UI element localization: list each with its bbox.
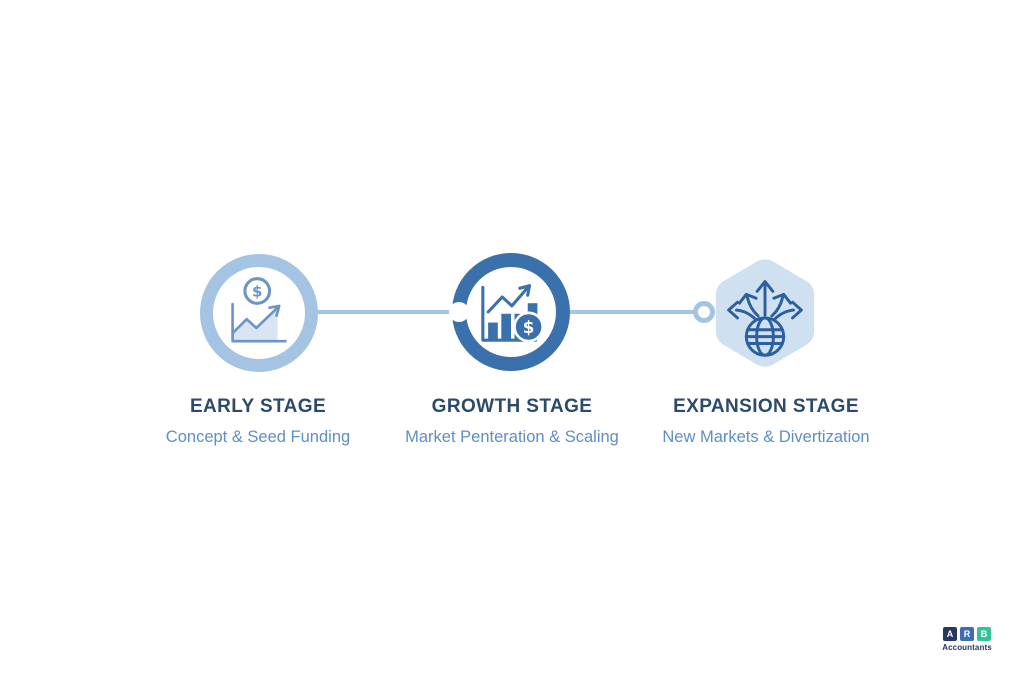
growth-line-chart-coin-icon: $ bbox=[231, 277, 287, 343]
growth-stage-label: GROWTH STAGE Market Penteration & Scalin… bbox=[352, 396, 672, 447]
logo-letter-squares: A R B bbox=[941, 627, 993, 641]
logo-caption: Accountants bbox=[942, 643, 992, 652]
growth-stage-badge: $ bbox=[452, 253, 570, 371]
stage-subtitle: New Markets & Divertization bbox=[662, 428, 870, 446]
stage-title: GROWTH STAGE bbox=[431, 396, 593, 417]
bar-chart-coin-icon: $ bbox=[481, 284, 544, 343]
arb-accountants-logo: A R B Accountants bbox=[941, 627, 993, 652]
timeline-connector-1 bbox=[312, 310, 454, 314]
svg-text:$: $ bbox=[523, 317, 535, 337]
logo-letter-r: R bbox=[960, 627, 974, 641]
timeline-node-expansion bbox=[693, 301, 715, 323]
stage-subtitle: Market Penteration & Scaling bbox=[405, 428, 619, 446]
expansion-stage-label: EXPANSION STAGE New Markets & Divertizat… bbox=[606, 396, 926, 447]
timeline-connector-2 bbox=[566, 310, 700, 314]
logo-letter-a: A bbox=[943, 627, 957, 641]
early-stage-badge: $ bbox=[200, 254, 318, 372]
stage-title: EARLY STAGE bbox=[189, 396, 327, 417]
stage-title: EXPANSION STAGE bbox=[673, 396, 859, 417]
svg-text:$: $ bbox=[252, 282, 262, 300]
globe-expansion-arrows-icon bbox=[727, 280, 803, 357]
expansion-stage-badge bbox=[715, 259, 815, 367]
stage-subtitle: Concept & Seed Funding bbox=[165, 428, 351, 446]
timeline-node-growth bbox=[449, 302, 469, 322]
early-stage-label: EARLY STAGE Concept & Seed Funding bbox=[98, 396, 418, 447]
logo-letter-b: B bbox=[977, 627, 991, 641]
